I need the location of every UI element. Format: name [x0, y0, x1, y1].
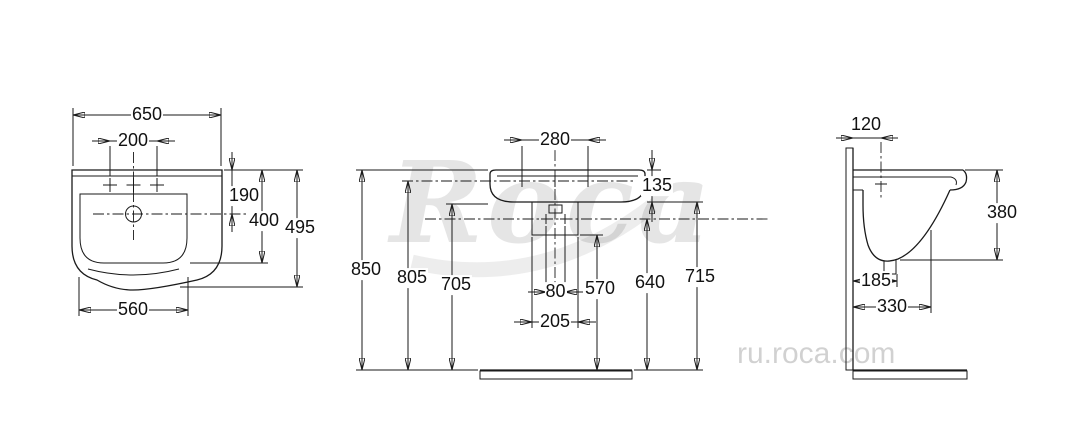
- dim-profile-wall-to-fixing: 330: [875, 296, 909, 317]
- dim-front-overall-width: 650: [130, 104, 164, 125]
- dim-side-trap-width: 205: [538, 311, 572, 332]
- dim-front-overall-depth: 495: [283, 217, 317, 238]
- dim-side-fixing-spacing: 80: [544, 281, 567, 302]
- watermark-site-url: ru.roca.com: [737, 337, 896, 370]
- dim-side-height-640: 640: [633, 272, 667, 293]
- dim-front-base-width: 560: [116, 299, 150, 320]
- dim-front-rim-to-drain: 190: [227, 185, 261, 206]
- dim-side-height-underside: 705: [439, 274, 473, 295]
- watermark-swoosh: [410, 200, 657, 278]
- dim-side-height-570: 570: [583, 278, 617, 299]
- dim-profile-wall-to-tap: 120: [849, 114, 883, 135]
- front-view: [71, 108, 303, 316]
- dim-front-inner-depth: 400: [247, 210, 281, 231]
- dim-side-height-715: 715: [683, 266, 717, 287]
- dim-profile-front-height: 380: [985, 202, 1019, 223]
- dim-side-height-tap-line: 805: [395, 267, 429, 288]
- watermark-brand: Roca: [390, 138, 715, 269]
- dim-profile-wall-to-drain: 185: [859, 270, 893, 291]
- dim-side-height-rim: 850: [349, 259, 383, 280]
- dim-front-tap-hole-spacing: 200: [116, 130, 150, 151]
- profile-view: [836, 138, 1003, 380]
- dim-side-rim-thickness: 135: [640, 175, 674, 196]
- dim-side-hole-spacing: 280: [538, 129, 572, 150]
